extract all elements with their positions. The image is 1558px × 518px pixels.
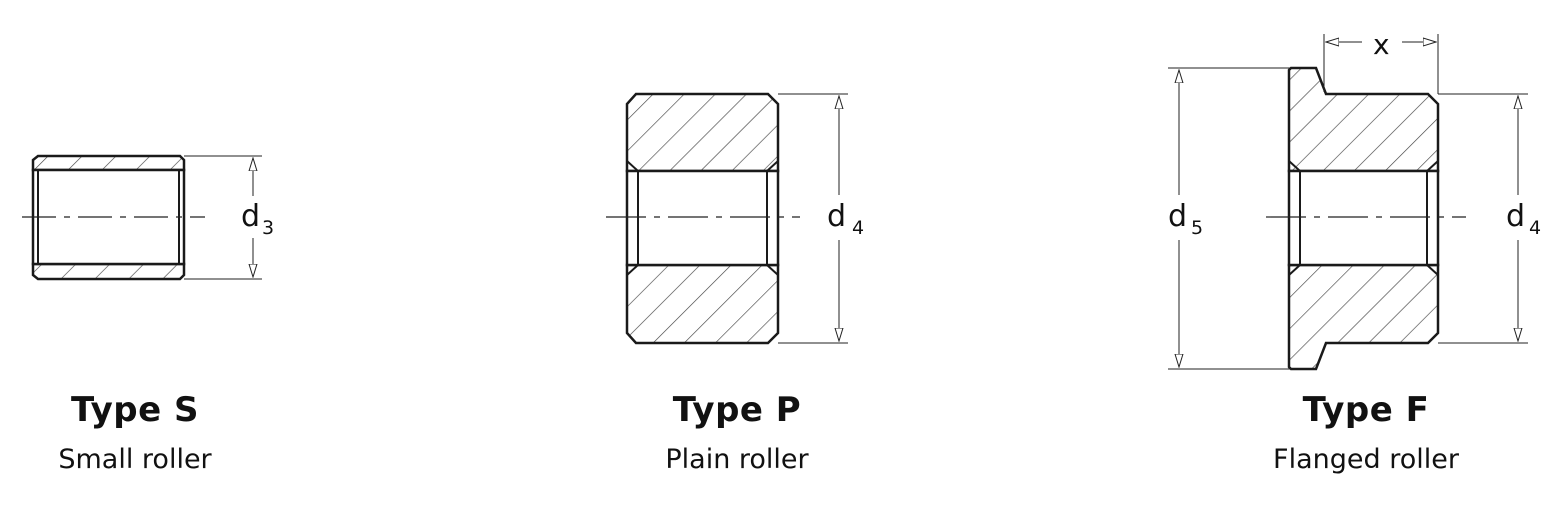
type-s-caption: Type S Small roller xyxy=(0,390,285,475)
type-p-top-section xyxy=(625,92,780,173)
type-s-top-wall xyxy=(31,154,186,172)
type-s-description: Small roller xyxy=(58,444,212,475)
type-f-flange-label: x xyxy=(1373,28,1390,61)
type-f-top-section xyxy=(1287,66,1440,173)
type-f-outer-dim-subscript: 5 xyxy=(1191,217,1203,239)
type-s-drawing: d 3 xyxy=(22,154,274,281)
type-f-description: Flanged roller xyxy=(1273,444,1459,475)
type-p-bottom-section xyxy=(625,263,780,345)
type-p-bore xyxy=(625,169,780,267)
type-f-bore xyxy=(1287,169,1440,267)
type-p-dim-subscript: 4 xyxy=(852,217,864,239)
type-s-dim-subscript: 3 xyxy=(262,217,274,239)
type-f-bottom-section xyxy=(1287,263,1440,371)
type-f-dim-label: d xyxy=(1506,199,1525,234)
type-p-title: Type P xyxy=(672,390,802,430)
type-f-title: Type F xyxy=(1302,390,1430,430)
type-s-dim-label: d xyxy=(241,199,260,234)
type-f-drawing: d 5 d 4 x xyxy=(1168,28,1541,371)
type-p-caption: Type P Plain roller xyxy=(587,390,887,475)
type-s-title: Type S xyxy=(70,390,200,430)
type-p-description: Plain roller xyxy=(665,444,809,475)
type-s-bottom-wall xyxy=(31,262,186,281)
type-f-caption: Type F Flanged roller xyxy=(1216,390,1516,475)
type-p-drawing: d 4 xyxy=(606,92,864,345)
type-p-dim-label: d xyxy=(827,199,846,234)
type-f-outer-dim-label: d xyxy=(1168,199,1187,234)
type-f-dim-subscript: 4 xyxy=(1529,217,1541,239)
